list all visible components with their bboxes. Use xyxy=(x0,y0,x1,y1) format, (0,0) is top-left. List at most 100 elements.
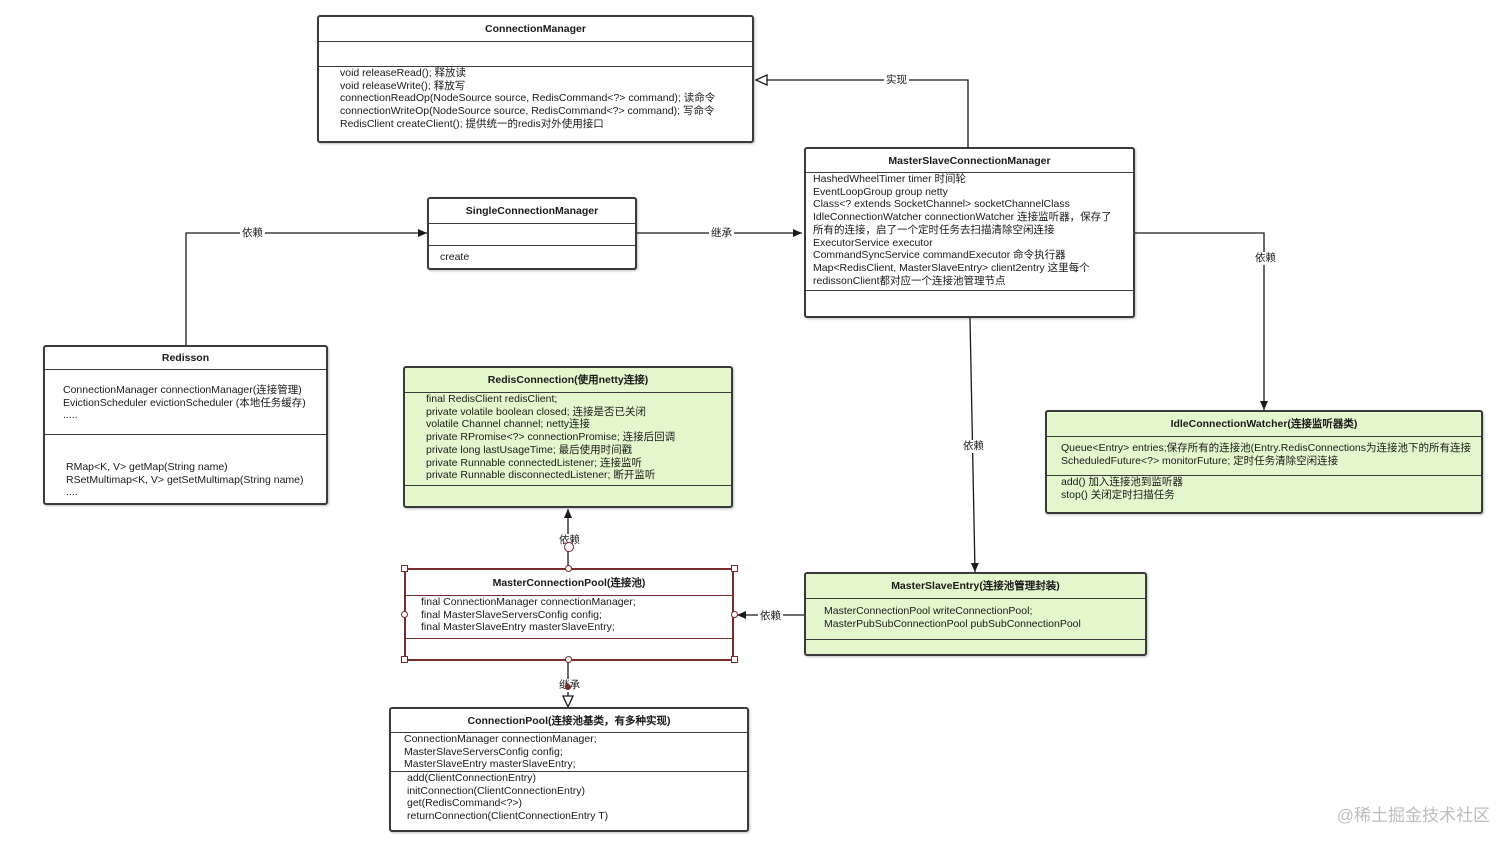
class-fields-section: MasterConnectionPool writeConnectionPool… xyxy=(806,599,1145,639)
method-line: initConnection(ClientConnectionEntry) xyxy=(407,784,586,797)
class-title: IdleConnectionWatcher(连接监听器类) xyxy=(1047,412,1481,437)
field-line: 所有的连接，启了一个定时任务去扫描清除空闲连接 xyxy=(813,223,1055,236)
field-line: private RPromise<?> connectionPromise; 连… xyxy=(426,431,676,444)
field-line: final RedisClient redisClient; xyxy=(426,393,558,405)
class-connection-manager[interactable]: ConnectionManager void releaseRead(); 释放… xyxy=(317,15,754,143)
field-line: final MasterSlaveServersConfig config; xyxy=(421,608,602,621)
method-line: connectionWriteOp(NodeSource source, Red… xyxy=(340,105,715,118)
field-line: private Runnable connectedListener; 连接监听 xyxy=(426,456,642,469)
method-line: void releaseWrite(); 释放写 xyxy=(340,79,466,92)
method-line: stop() 关闭定时扫描任务 xyxy=(1061,488,1175,501)
field-line: private long lastUsageTime; 最后使用时间戳 xyxy=(426,443,633,456)
class-fields-section xyxy=(319,42,752,66)
class-redisson[interactable]: Redisson ConnectionManager connectionMan… xyxy=(43,345,328,505)
edge-label-depend-pool-entry: 依赖 xyxy=(758,610,783,623)
class-title: SingleConnectionManager xyxy=(429,199,635,224)
edge-endpoint-handle[interactable] xyxy=(565,684,571,690)
edge-depend-watcher[interactable] xyxy=(1135,232,1268,410)
class-fields-section: final RedisClient redisClient; private v… xyxy=(405,393,731,485)
class-master-slave-entry[interactable]: MasterSlaveEntry(连接池管理封装) MasterConnecti… xyxy=(804,572,1147,656)
field-line: ConnectionManager connectionManager; xyxy=(404,733,597,745)
class-redis-connection[interactable]: RedisConnection(使用netty连接) final RedisCl… xyxy=(403,366,733,508)
class-fields-section: ConnectionManager connectionManager; Mas… xyxy=(391,733,747,771)
class-master-connection-pool[interactable]: MasterConnectionPool(连接池) final Connecti… xyxy=(404,568,734,661)
class-methods-section: add(ClientConnectionEntry) initConnectio… xyxy=(391,771,747,830)
class-fields-section: HashedWheelTimer timer 时间轮 EventLoopGrou… xyxy=(806,173,1133,290)
field-line: volatile Channel channel; netty连接 xyxy=(426,418,591,431)
class-single-connection-manager[interactable]: SingleConnectionManager create xyxy=(427,197,637,270)
method-line: connectionReadOp(NodeSource source, Redi… xyxy=(340,92,716,105)
edge-label-depend-entry: 依赖 xyxy=(961,440,986,453)
class-fields-section: ConnectionManager connectionManager(连接管理… xyxy=(45,370,326,434)
field-line: Class<? extends SocketChannel> socketCha… xyxy=(813,198,1070,211)
edge-label-depend-watcher: 依赖 xyxy=(1253,252,1278,265)
resize-handle-top-right[interactable] xyxy=(731,565,738,572)
class-title: ConnectionPool(连接池基类，有多种实现) xyxy=(391,709,747,733)
class-methods-section: RMap<K, V> getMap(String name) RSetMulti… xyxy=(45,434,326,503)
class-fields-section xyxy=(429,224,635,245)
method-line: create xyxy=(440,251,470,263)
field-line: final ConnectionManager connectionManage… xyxy=(421,596,636,608)
edge-depend-redisson[interactable] xyxy=(185,229,427,345)
method-line: add() 加入连接池到监听器 xyxy=(1061,476,1183,488)
class-methods-section: create xyxy=(429,245,635,268)
method-line: .... xyxy=(66,486,78,499)
method-line: get(RedisCommand<?>) xyxy=(407,797,522,810)
class-master-slave-connection-manager[interactable]: MasterSlaveConnectionManager HashedWheel… xyxy=(804,147,1135,318)
method-line: add(ClientConnectionEntry) xyxy=(407,772,536,784)
field-line: EvictionScheduler evictionScheduler (本地任… xyxy=(63,396,306,409)
field-line: final MasterSlaveEntry masterSlaveEntry; xyxy=(421,621,615,634)
edge-label-depend-redisson: 依赖 xyxy=(240,227,265,240)
method-line: RedisClient createClient(); 提供统一的redis对外… xyxy=(340,117,604,130)
edge-label-implements: 实现 xyxy=(884,74,909,87)
class-fields-section: Queue<Entry> entries;保存所有的连接池(Entry.Redi… xyxy=(1047,437,1481,475)
resize-handle-bottom-right[interactable] xyxy=(731,656,738,663)
field-line: CommandSyncService commandExecutor 命令执行器 xyxy=(813,249,1066,262)
field-line: ScheduledFuture<?> monitorFuture; 定时任务清除… xyxy=(1061,454,1339,467)
field-line: Map<RedisClient, MasterSlaveEntry> clien… xyxy=(813,261,1090,274)
edge-endpoint-handle[interactable] xyxy=(564,542,574,552)
field-line: IdleConnectionWatcher connectionWatcher … xyxy=(813,211,1112,224)
resize-handle-top-left[interactable] xyxy=(401,565,408,572)
field-line: MasterPubSubConnectionPool pubSubConnect… xyxy=(824,617,1081,630)
connection-point-top[interactable] xyxy=(565,565,572,572)
class-title: ConnectionManager xyxy=(319,17,752,42)
field-line: HashedWheelTimer timer 时间轮 xyxy=(813,173,967,185)
field-line: redissonClient都对应一个连接池管理节点 xyxy=(813,274,1006,287)
class-methods-section: void releaseRead(); 释放读 void releaseWrit… xyxy=(319,66,752,141)
class-title: MasterConnectionPool(连接池) xyxy=(406,570,732,596)
class-methods-section xyxy=(405,485,731,506)
connection-point-right[interactable] xyxy=(731,611,738,618)
class-fields-section: final ConnectionManager connectionManage… xyxy=(406,596,732,638)
class-title: MasterSlaveEntry(连接池管理封装) xyxy=(806,574,1145,599)
class-title: Redisson xyxy=(45,347,326,370)
method-line: RSetMultimap<K, V> getSetMultimap(String… xyxy=(66,473,304,486)
method-line: RMap<K, V> getMap(String name) xyxy=(66,461,228,473)
field-line: private Runnable disconnectedListener; 断… xyxy=(426,469,656,482)
method-line: returnConnection(ClientConnectionEntry T… xyxy=(407,810,609,823)
class-connection-pool[interactable]: ConnectionPool(连接池基类，有多种实现) ConnectionMa… xyxy=(389,707,749,832)
field-line: MasterSlaveServersConfig config; xyxy=(404,745,563,758)
class-methods-section: add() 加入连接池到监听器 stop() 关闭定时扫描任务 xyxy=(1047,475,1481,512)
connection-point-left[interactable] xyxy=(401,611,408,618)
edge-implements[interactable] xyxy=(754,73,969,148)
watermark: @稀土掘金技术社区 xyxy=(1336,806,1490,825)
class-idle-connection-watcher[interactable]: IdleConnectionWatcher(连接监听器类) Queue<Entr… xyxy=(1045,410,1483,514)
resize-handle-bottom-left[interactable] xyxy=(401,656,408,663)
class-methods-section xyxy=(806,290,1133,316)
field-line: ExecutorService executor xyxy=(813,236,933,249)
field-line: EventLoopGroup group netty xyxy=(813,185,948,198)
field-line: MasterConnectionPool writeConnectionPool… xyxy=(824,605,1033,617)
field-line: Queue<Entry> entries;保存所有的连接池(Entry.Redi… xyxy=(1061,442,1472,454)
field-line: MasterSlaveEntry masterSlaveEntry; xyxy=(404,758,576,771)
edge-label-inherit-single: 继承 xyxy=(709,227,734,240)
field-line: ConnectionManager connectionManager(连接管理… xyxy=(63,384,302,396)
class-methods-section xyxy=(406,638,732,659)
class-title: RedisConnection(使用netty连接) xyxy=(405,368,731,393)
class-methods-section xyxy=(806,639,1145,654)
field-line: private volatile boolean closed; 连接是否已关闭 xyxy=(426,405,647,418)
method-line: void releaseRead(); 释放读 xyxy=(340,67,467,79)
class-title: MasterSlaveConnectionManager xyxy=(806,149,1133,173)
field-line: ..... xyxy=(63,409,78,422)
connection-point-bottom[interactable] xyxy=(565,656,572,663)
